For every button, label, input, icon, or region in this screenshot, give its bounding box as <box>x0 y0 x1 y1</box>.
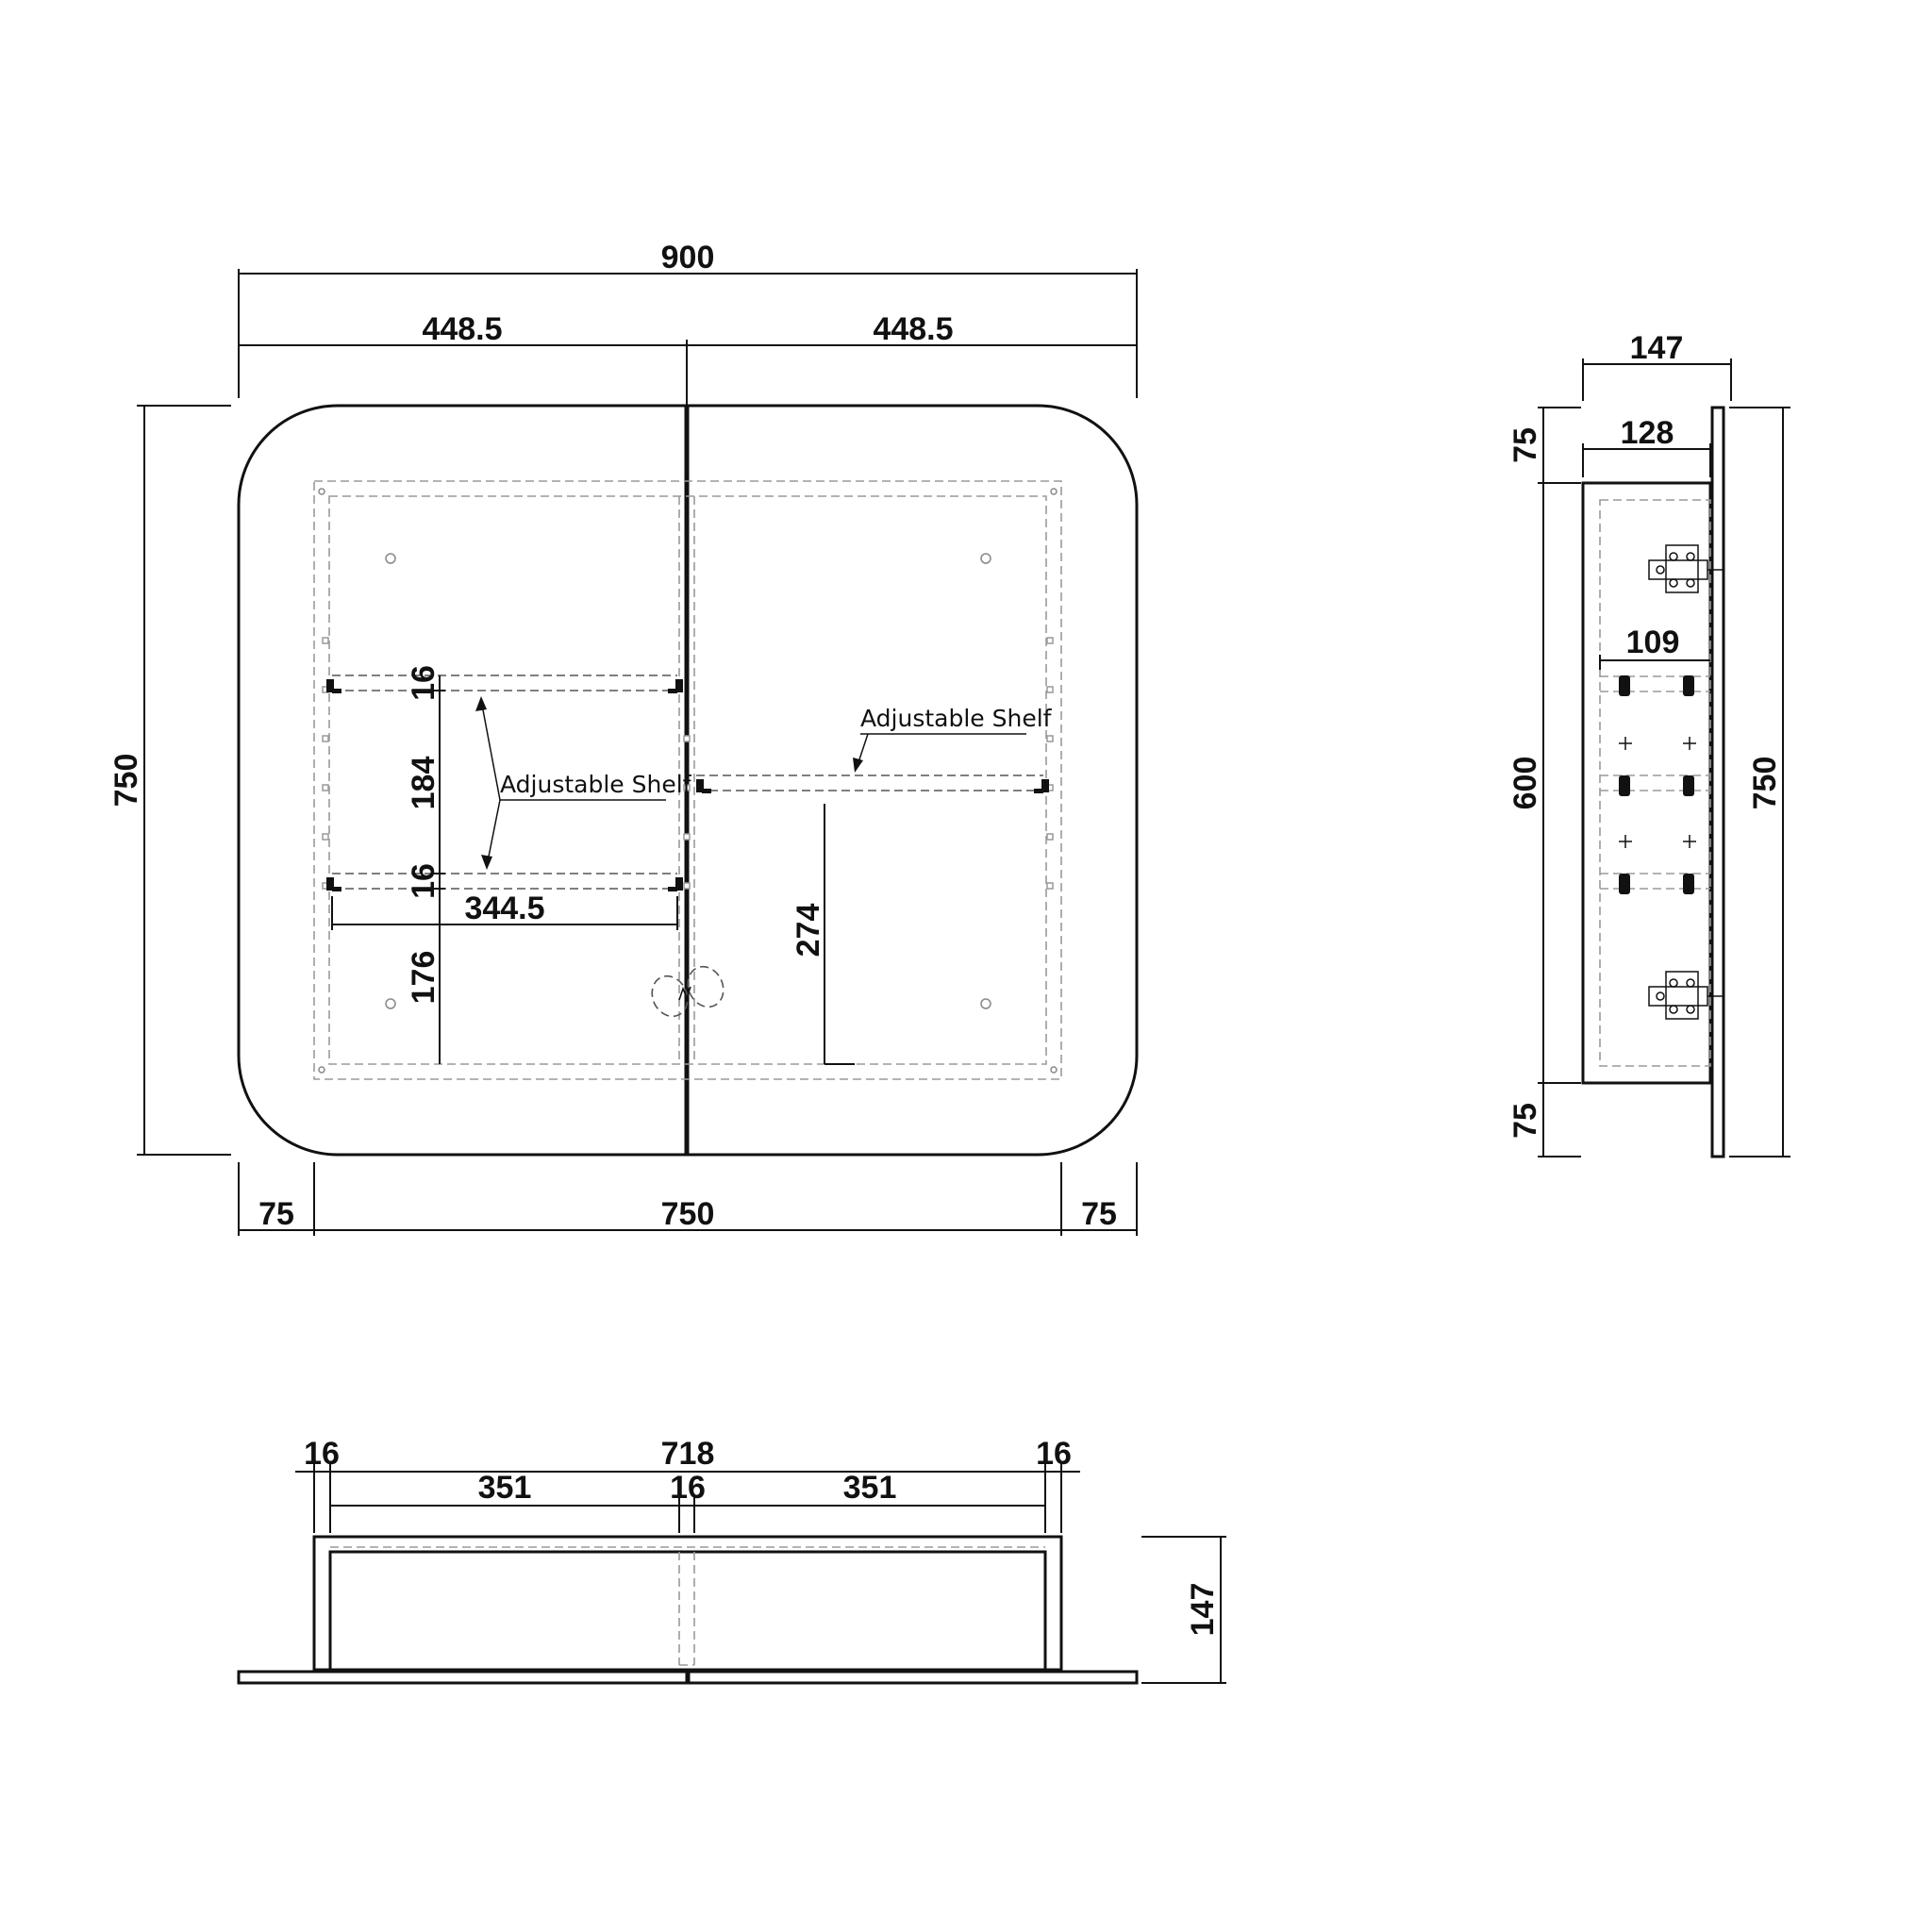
top-door-left <box>237 1670 689 1685</box>
side-door-panel <box>1710 406 1725 1158</box>
corner-hole <box>318 1066 325 1074</box>
inner-box-inner <box>328 495 1047 1065</box>
hinge-bottom <box>1648 971 1723 1020</box>
push-latch-mark <box>678 986 691 1001</box>
top-door-right <box>687 1670 1139 1685</box>
corner-hole <box>318 488 325 495</box>
dim-top-divider: 16 <box>670 1470 706 1506</box>
dim-side-body-height: 600 <box>1507 757 1543 810</box>
dim-overall-width: 900 <box>661 240 715 275</box>
dim-side-body-depth: 128 <box>1621 415 1674 451</box>
dim-shelf-thickness-lower: 16 <box>406 863 441 899</box>
dim-bottom-space-left: 176 <box>406 951 441 1005</box>
side-shelf-pins <box>1619 675 1694 894</box>
shelf-clips <box>326 679 1049 891</box>
side-view: 147 128 109 75 600 75 750 <box>1507 330 1790 1158</box>
dim-shelf-spacing: 184 <box>406 757 441 810</box>
corner-hole <box>1050 1066 1058 1074</box>
dim-side-top-offset: 75 <box>1507 427 1543 463</box>
top-view: 16 718 16 351 16 351 147 <box>237 1436 1226 1685</box>
dim-side-overall-height: 750 <box>1747 757 1783 810</box>
dim-right-door-width: 448.5 <box>873 311 953 347</box>
top-body <box>312 1535 1063 1672</box>
front-view: 900 448.5 448.5 750 75 750 75 16 184 16 … <box>108 240 1139 1236</box>
side-body-inner <box>1599 499 1711 1067</box>
dim-bottom-left-offset: 75 <box>258 1196 294 1232</box>
dim-top-inner-width: 718 <box>661 1436 715 1472</box>
dim-top-right-panel: 16 <box>1036 1436 1072 1472</box>
hinge-top <box>1648 544 1723 593</box>
hinge-hole <box>980 998 991 1009</box>
dim-side-overall-depth: 147 <box>1630 330 1684 366</box>
hinge-hole <box>385 553 396 564</box>
push-latch-right <box>687 965 724 1008</box>
dim-shelf-width: 344.5 <box>464 891 544 926</box>
top-body-inner <box>328 1550 1047 1672</box>
label-adjustable-shelf-right: Adjustable Shelf <box>860 705 1053 732</box>
hinge-hole <box>385 998 396 1009</box>
dim-bottom-inner-width: 750 <box>661 1196 715 1232</box>
side-pin-holes <box>1619 737 1696 848</box>
dim-side-shelf-depth: 109 <box>1626 625 1680 660</box>
inner-box <box>313 480 1062 1080</box>
dim-side-bottom-offset: 75 <box>1507 1103 1543 1139</box>
shelf-pin-marks <box>322 637 1054 890</box>
dim-top-left-panel: 16 <box>304 1436 340 1472</box>
dim-bottom-space-right: 274 <box>791 904 826 958</box>
dim-top-left-compartment: 351 <box>478 1470 532 1506</box>
dim-bottom-right-offset: 75 <box>1081 1196 1117 1232</box>
label-adjustable-shelf-left: Adjustable Shelf <box>500 771 692 798</box>
side-body <box>1581 481 1712 1085</box>
hinge-hole <box>980 553 991 564</box>
dim-left-door-width: 448.5 <box>422 311 502 347</box>
dim-top-depth: 147 <box>1185 1583 1221 1637</box>
dim-overall-height: 750 <box>108 754 144 808</box>
dim-top-right-compartment: 351 <box>843 1470 897 1506</box>
corner-hole <box>1050 488 1058 495</box>
dim-shelf-thickness-upper: 16 <box>406 665 441 701</box>
push-latch-left <box>651 974 689 1018</box>
